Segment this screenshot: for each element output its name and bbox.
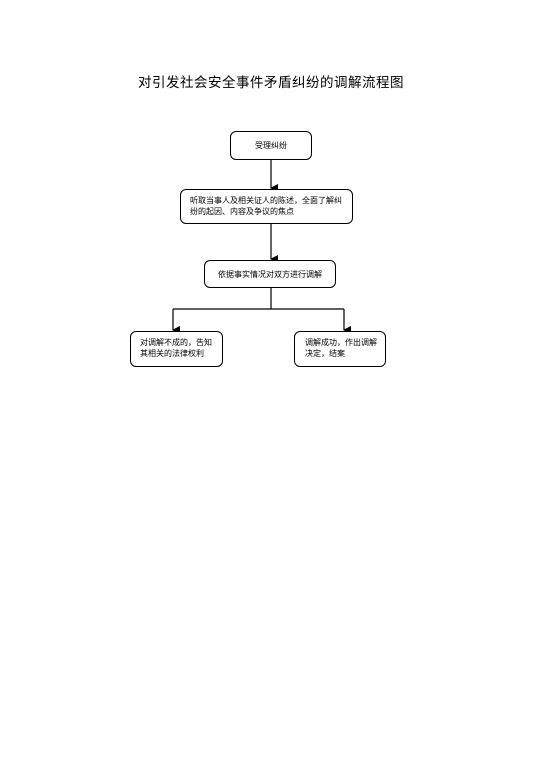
node-mediation-failed: 对调解不成的，告知其相关的法律权利	[130, 331, 223, 367]
node-mediation-success: 调解成功，作出调解决定，结案	[294, 331, 386, 367]
flowchart-title: 对引发社会安全事件矛盾纠纷的调解流程图	[138, 75, 404, 91]
node-receive-dispute: 受理纠纷	[230, 131, 312, 160]
node-mediate: 依据事实情况对双方进行调解	[204, 260, 336, 288]
node-hear-statements: 听取当事人及相关证人的陈述，全面了解纠纷的起因、内容及争议的焦点	[180, 189, 353, 224]
